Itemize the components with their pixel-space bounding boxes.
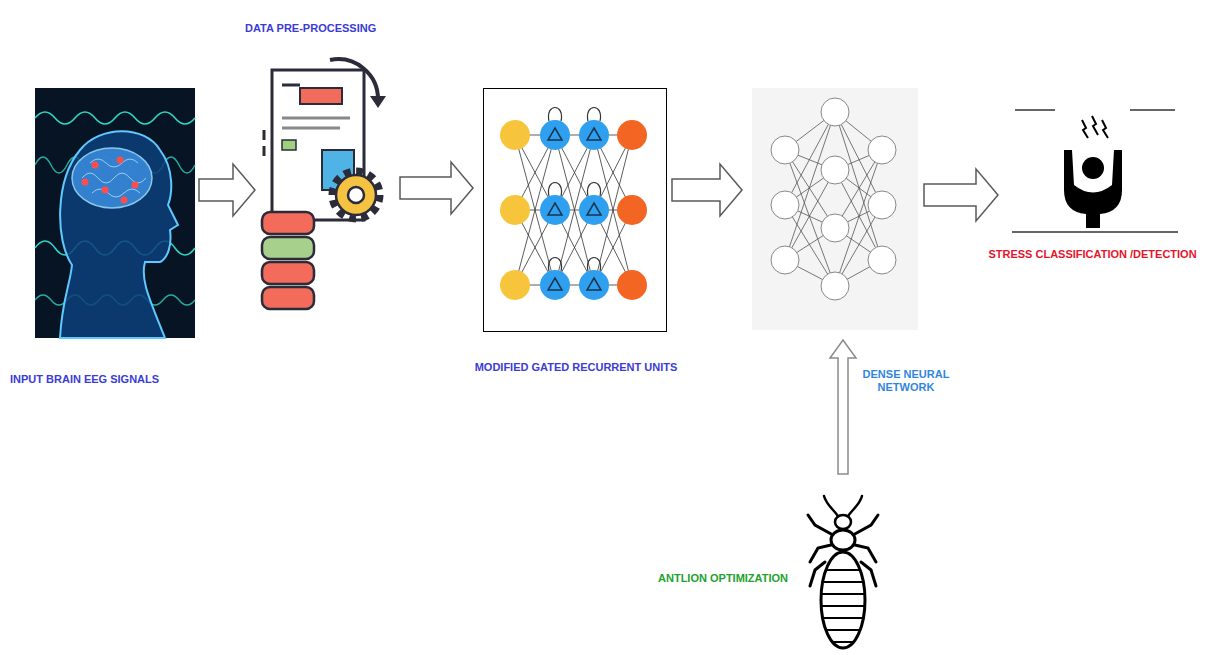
gru-box: MODIFIED GATED RECURRENT UNITS — [483, 88, 667, 332]
gru-network-picture-part — [579, 195, 609, 225]
preprocessing-picture-part — [262, 212, 314, 234]
preprocessing-picture-part — [300, 88, 342, 104]
gru-network-picture-part — [483, 88, 667, 332]
dense-network-picture-part — [821, 98, 849, 126]
antlion-insect-icon-part — [835, 515, 851, 529]
preprocessing-picture-part — [332, 171, 380, 219]
eeg-head-picture-part — [35, 88, 195, 338]
gru-network-picture-part — [540, 120, 570, 150]
antlion-box: ANTLION OPTIMIZATION — [798, 478, 888, 652]
flow-arrow — [672, 164, 742, 216]
dense-network-picture-part — [785, 112, 882, 286]
preprocessing-picture-part — [272, 70, 364, 220]
flow-arrow — [199, 164, 255, 216]
gru-network-picture-part — [617, 270, 647, 300]
antlion-insect-icon-part — [821, 552, 865, 648]
dense-network-picture — [752, 88, 918, 330]
stress-person-icon-part — [1012, 110, 1178, 232]
gru-network-picture-part — [500, 120, 530, 150]
flow-arrow — [400, 162, 473, 214]
preprocessing-picture-part — [262, 287, 314, 309]
stage-label: DATA PRE-PROCESSING — [245, 22, 376, 35]
gru-network-picture-part — [548, 128, 601, 290]
eeg-head-picture-part — [92, 162, 99, 169]
dense-network-box: DENSE NEURAL NETWORK — [752, 88, 918, 330]
eeg-head-picture-part — [35, 112, 195, 124]
stage-label: ANTLION OPTIMIZATION — [658, 572, 788, 585]
antlion-insect-icon — [808, 496, 878, 648]
preprocessing-picture-part — [348, 187, 364, 203]
preprocessing-picture — [262, 59, 386, 309]
stress-person-icon-part — [1082, 157, 1104, 179]
dense-network-picture-part — [821, 214, 849, 242]
preprocessing-picture-part — [370, 96, 386, 108]
stage-label: STRESS CLASSIFICATION /DETECTION — [988, 248, 1196, 261]
gru-network-picture-part — [617, 120, 647, 150]
eeg-head-picture-part — [72, 148, 152, 208]
preprocessing-picture-part — [336, 175, 376, 215]
dense-network-picture-part — [868, 136, 896, 164]
stage-label: DENSE NEURAL NETWORK — [860, 368, 952, 394]
antlion-insect-icon-part — [831, 530, 855, 550]
eeg-head-picture-part — [132, 182, 139, 189]
dense-network-picture-part — [868, 191, 896, 219]
dense-network-picture-part — [868, 246, 896, 274]
eeg-head-picture-part — [102, 187, 109, 194]
gru-network-picture-part — [515, 135, 632, 285]
preprocessing-picture-part — [262, 262, 314, 284]
dense-network-picture-part — [821, 156, 849, 184]
preprocessing-picture-part — [282, 140, 296, 150]
eeg-head-picture-part — [82, 159, 146, 197]
gru-network-picture-part — [540, 270, 570, 300]
stress-output-box: STRESS CLASSIFICATION /DETECTION — [1010, 100, 1175, 235]
dense-network-picture-part — [821, 272, 849, 300]
stage-label: INPUT BRAIN EEG SIGNALS — [10, 373, 159, 386]
antlion-insect-icon-part — [821, 570, 865, 642]
eeg-head-picture-part — [60, 131, 178, 338]
gru-network-picture-part — [500, 195, 530, 225]
preprocessing-picture-part — [262, 237, 314, 259]
flow-arrow — [924, 169, 998, 221]
eeg-input-box: INPUT BRAIN EEG SIGNALS — [35, 88, 195, 338]
dense-network-picture-part — [771, 191, 799, 219]
gru-network-picture-part — [579, 270, 609, 300]
gru-network-picture-part — [617, 195, 647, 225]
stage-label: MODIFIED GATED RECURRENT UNITS — [475, 361, 678, 374]
flow-arrow — [830, 340, 856, 474]
gru-network-picture — [483, 88, 667, 332]
eeg-head-picture-part — [82, 179, 89, 186]
preprocessing-picture-part — [282, 118, 350, 128]
stress-person-icon — [1012, 110, 1178, 232]
preprocessing-box: DATA PRE-PROCESSING — [258, 55, 395, 320]
stress-person-icon-part — [1082, 116, 1108, 138]
preprocessing-picture-part — [282, 84, 300, 87]
preprocessing-picture-part — [263, 130, 266, 156]
eeg-head-picture-part — [117, 157, 124, 164]
gru-network-picture-part — [540, 195, 570, 225]
gru-network-picture-part — [500, 270, 530, 300]
eeg-head-picture — [35, 88, 195, 338]
dense-network-picture-part — [771, 246, 799, 274]
antlion-insect-icon-part — [824, 496, 862, 516]
eeg-head-picture-part — [121, 197, 128, 204]
dense-network-picture-part — [752, 88, 918, 330]
gru-network-picture-part — [579, 120, 609, 150]
dense-network-picture-part — [771, 136, 799, 164]
stress-person-icon-part — [1064, 150, 1122, 228]
